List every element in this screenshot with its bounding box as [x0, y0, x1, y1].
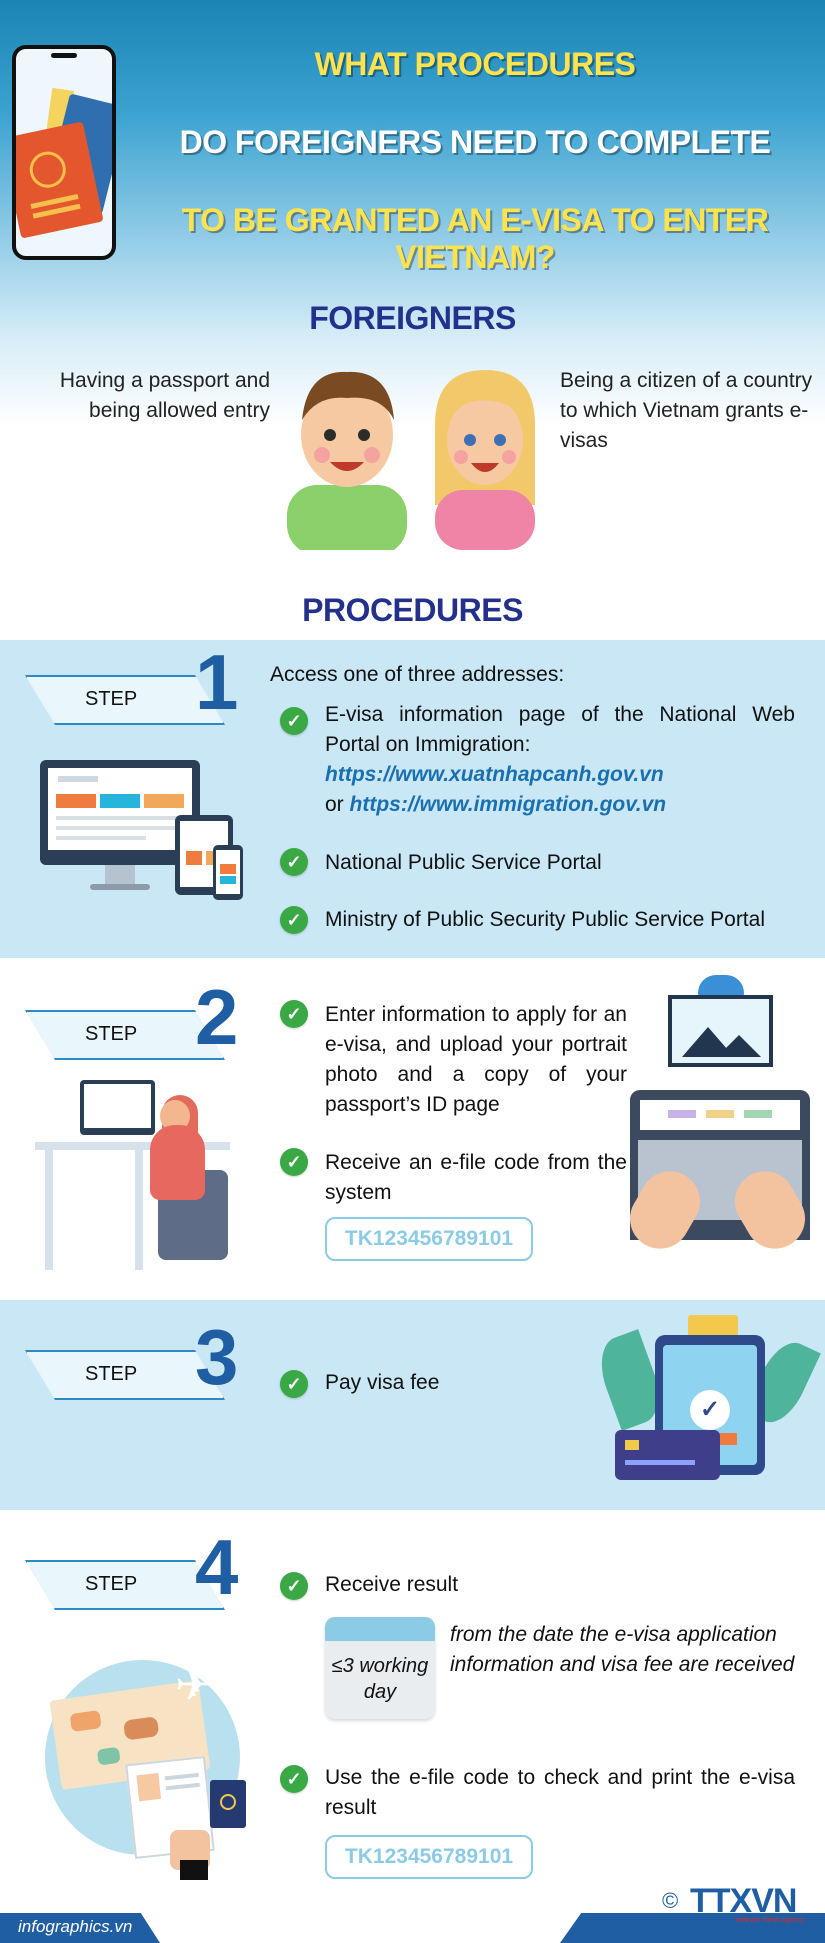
check-icon: ✓: [280, 1000, 308, 1028]
processing-time: ≤3 working day: [331, 1655, 429, 1703]
check-icon: ✓: [280, 1148, 308, 1176]
e-file-code-box: TK123456789101: [325, 1217, 533, 1261]
check-icon: ✓: [280, 848, 308, 876]
immigration-link-2[interactable]: https://www.immigration.gov.vn: [349, 793, 667, 816]
step-label: STEP: [85, 1363, 138, 1385]
woman-illustration: [435, 370, 535, 550]
monitor-illustration: [40, 760, 200, 865]
check-icon: ✓: [280, 1572, 308, 1600]
step-1-number: 1: [195, 638, 238, 726]
copyright-symbol: ©: [662, 1888, 679, 1913]
requirement-citizenship: Being a citizen of a country to which Vi…: [560, 369, 813, 452]
step-1-item-immigration-portal: E-visa information page of the National …: [325, 703, 795, 816]
check-icon: ✓: [280, 1370, 308, 1398]
step-1-item-public-service-portal: National Public Service Portal: [325, 851, 602, 874]
title-line-1: WHAT PROCEDURES: [314, 46, 636, 82]
credit-card-illustration: [615, 1430, 720, 1480]
man-illustration: [287, 371, 407, 550]
step-label: STEP: [85, 688, 138, 710]
step-4-tab: STEP: [25, 1560, 240, 1610]
monitor-stand: [105, 865, 135, 885]
desk-leg: [45, 1150, 53, 1270]
step-2-item-receive-code: Receive an e-file code from the system: [325, 1151, 627, 1204]
mobile-illustration: [213, 845, 243, 900]
step-3-number: 3: [195, 1313, 238, 1401]
step-4-number: 4: [195, 1523, 238, 1611]
step-2-tab: STEP: [25, 1010, 240, 1060]
step-4-item-check-print: Use the e-file code to check and print t…: [325, 1766, 795, 1819]
ttxvn-logo: TTXVN: [690, 1882, 797, 1920]
step-label: STEP: [85, 1023, 138, 1045]
header-background: [0, 0, 825, 520]
airplane-icon: ✈: [175, 1661, 212, 1710]
immigration-link-1[interactable]: https://www.xuatnhapcanh.gov.vn: [325, 763, 664, 786]
step-3-item-pay-fee: Pay visa fee: [325, 1371, 440, 1394]
procedures-heading: PROCEDURES: [302, 592, 523, 628]
payment-success-icon: ✓: [690, 1390, 730, 1430]
check-icon: ✓: [280, 707, 308, 735]
foreigners-heading: FOREIGNERS: [309, 300, 516, 336]
sleeve-decoration: [180, 1860, 208, 1880]
step-2-item-enter-info: Enter information to apply for an e-visa…: [325, 1003, 627, 1116]
footer-bar: [560, 1913, 825, 1943]
step-3-tab: STEP: [25, 1350, 240, 1400]
image-upload-icon: [668, 995, 773, 1067]
monitor-base: [90, 884, 150, 890]
processing-time-note: from the date the e-visa application inf…: [450, 1623, 795, 1676]
title-line-3: TO BE GRANTED AN E-VISA TO ENTER VIETNAM…: [181, 202, 769, 275]
step-1-intro: Access one of three addresses:: [270, 663, 565, 686]
e-file-code-box: TK123456789101: [325, 1835, 533, 1879]
woman-at-desk-illustration: [150, 1125, 205, 1200]
check-icon: ✓: [280, 906, 308, 934]
phone-passport-illustration: [12, 45, 116, 260]
step-1-item-mps-portal: Ministry of Public Security Public Servi…: [325, 908, 765, 931]
desktop-computer-illustration: [80, 1080, 155, 1135]
step-2-number: 2: [195, 973, 238, 1061]
check-icon: ✓: [280, 1765, 308, 1793]
logo-subtitle: Vietnam News Agency: [735, 1917, 805, 1924]
desk-leg: [135, 1150, 143, 1270]
step-label: STEP: [85, 1573, 138, 1595]
step-1-tab: STEP: [25, 675, 240, 725]
footer-site[interactable]: infographics.vn: [18, 1917, 133, 1936]
title-line-2: DO FOREIGNERS NEED TO COMPLETE: [179, 124, 771, 160]
requirement-passport: Having a passport and being allowed entr…: [59, 369, 270, 422]
calendar-icon: ≤3 working day: [325, 1617, 435, 1719]
passport-icon: [210, 1780, 246, 1828]
footer-ribbon: [0, 1913, 160, 1943]
step-4-item-receive-result: Receive result: [325, 1573, 459, 1596]
desk-illustration: [35, 1142, 230, 1150]
